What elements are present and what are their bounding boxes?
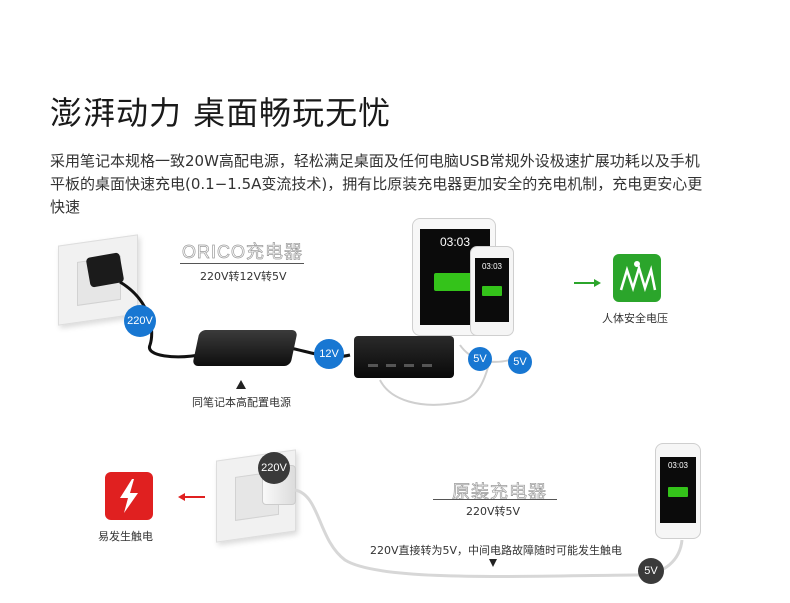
original-subtitle: 220V转5V: [466, 505, 521, 518]
phone-battery: [482, 286, 502, 296]
safe-voltage-label: 人体安全电压: [602, 312, 668, 325]
safe-voltage-icon: [613, 254, 661, 302]
orico-underline: [180, 263, 304, 264]
badge-12v: 12V: [314, 339, 344, 369]
danger-label: 易发生触电: [98, 530, 153, 543]
electric-shock-icon: [105, 472, 153, 520]
badge-220v-2: 220V: [258, 452, 290, 484]
badge-5v-b: 5V: [508, 350, 532, 374]
badge-5v-a: 5V: [468, 347, 492, 371]
orico-subtitle: 220V转12V转5V: [200, 270, 287, 283]
down-arrow-icon: [489, 559, 497, 567]
original-title: 原装充电器: [452, 482, 547, 503]
orico-hub: [354, 336, 454, 378]
phone-time: 03:03: [481, 262, 503, 271]
phone: 03:03: [470, 246, 514, 336]
tablet-time: 03:03: [439, 235, 471, 249]
green-arrow-icon: [574, 279, 601, 287]
red-arrow-icon: [178, 493, 205, 501]
orico-title: ORICO充电器: [182, 242, 304, 263]
original-underline: [433, 499, 557, 500]
tablet: 03:03: [412, 218, 496, 336]
phone-2: 03:03: [655, 443, 701, 539]
adapter-caption: 同笔记本高配置电源: [192, 396, 291, 409]
page-title: 澎湃动力 桌面畅玩无忧: [50, 94, 392, 132]
description: 采用笔记本规格一致20W高配电源，轻松满足桌面及任何电脑USB常规外设极速扩展功…: [50, 152, 703, 216]
up-arrow-icon: [236, 380, 246, 389]
phone-2-time: 03:03: [667, 461, 689, 470]
tablet-battery: [434, 273, 474, 291]
original-note: 220V直接转为5V，中间电路故障随时可能发生触电: [370, 544, 623, 557]
phone-2-battery: [668, 487, 688, 497]
badge-220v: 220V: [124, 305, 156, 337]
badge-5v-2: 5V: [638, 558, 664, 584]
